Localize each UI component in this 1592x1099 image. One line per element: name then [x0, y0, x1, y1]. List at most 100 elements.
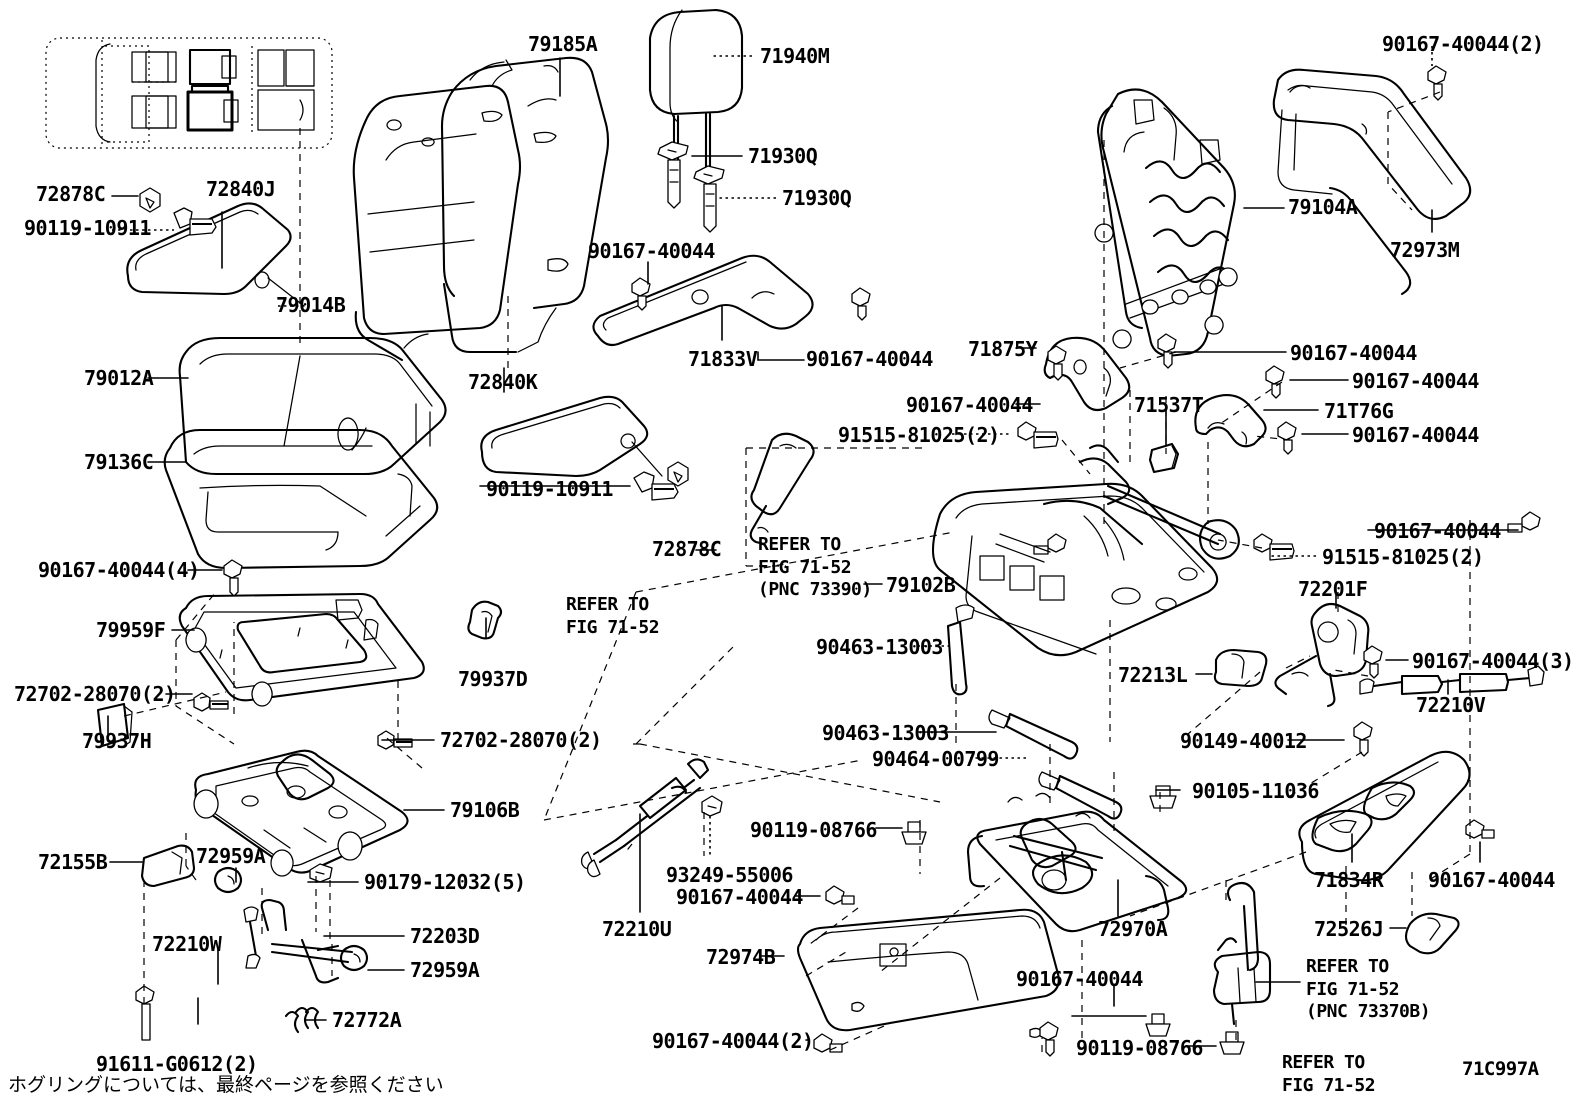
- part-79106B-lower-frame: [193, 749, 409, 877]
- label-72210W: 72210W: [152, 932, 222, 956]
- label-71833V: 71833V: [688, 347, 758, 371]
- label-71930Q-2: 71930Q: [782, 186, 852, 210]
- part-90119-10911-bolt-lower: [633, 471, 679, 501]
- part-79136C-cushion-pad: [163, 428, 439, 570]
- label-90149-40012: 90149-40012: [1180, 729, 1307, 753]
- part-90179-12032-nut: [309, 863, 333, 883]
- part-72959A-grommet-2: [339, 944, 369, 972]
- label-72702-28070-1: 72702-28070(2): [14, 682, 176, 706]
- label-79104A: 79104A: [1288, 195, 1358, 219]
- refer-note-73370B: REFER TO FIG 71-52 (PNC 73370B): [1306, 956, 1431, 1022]
- label-79959F: 79959F: [96, 618, 166, 642]
- label-79102B: 79102B: [886, 573, 956, 597]
- part-90167-40044-screw-a: [631, 277, 651, 311]
- part-90167-40044-2-screw-bot: [813, 1033, 843, 1053]
- label-72878C-upper: 72878C: [36, 182, 106, 206]
- part-79014B-seatback-pad: [352, 84, 522, 362]
- label-90167-40044-f: 90167-40044: [1352, 423, 1479, 447]
- label-90464-00799: 90464-00799: [872, 747, 999, 771]
- label-90167-40044-2-top: 90167-40044(2): [1382, 32, 1544, 56]
- leader-lines: [107, 46, 1519, 1047]
- part-90167-40044-3-screw: [1363, 645, 1383, 679]
- part-72210W-cable: [243, 906, 261, 969]
- part-72973M-armrest-support: [1272, 68, 1472, 296]
- label-72840K: 72840K: [468, 370, 538, 394]
- label-71940M: 71940M: [760, 44, 830, 68]
- part-72201F-recliner: [1274, 602, 1370, 708]
- label-79106B: 79106B: [450, 798, 520, 822]
- part-72213L-cap: [1213, 648, 1268, 688]
- part-79102B-cushion-frame: [931, 444, 1240, 657]
- part-90167-40044-screw-d: [1157, 333, 1177, 369]
- footer-note-japanese: ホグリングについては、最終ページを参照ください: [8, 1074, 444, 1096]
- label-90105-11036: 90105-11036: [1192, 779, 1319, 803]
- part-72210U-cable-assembly: [580, 758, 710, 878]
- part-90105-11036-bolt: [1149, 785, 1177, 809]
- part-90167-40044-screw-k: [1039, 1021, 1059, 1057]
- label-71537T: 71537T: [1134, 393, 1204, 417]
- label-79937H: 79937H: [82, 729, 152, 753]
- part-72210V-cable: [1359, 665, 1545, 696]
- label-93249-55006: 93249-55006: [666, 863, 793, 887]
- part-71930Q-headrest-guide-1: [657, 141, 689, 209]
- label-90167-40044-i: 90167-40044: [676, 885, 803, 909]
- label-72973M: 72973M: [1390, 238, 1460, 262]
- label-90463-13003-2: 90463-13003: [822, 721, 949, 745]
- part-90167-40044-4-screw: [223, 559, 243, 597]
- part-90149-40012-screw: [1353, 721, 1373, 757]
- vehicle-seating-plan-icon: [45, 37, 333, 149]
- seatbelt-buckle-ref-73390: [749, 432, 815, 546]
- label-90119-08766-1: 90119-08766: [750, 818, 877, 842]
- part-72526J-cap: [1404, 912, 1460, 955]
- label-90167-40044-3: 90167-40044(3): [1412, 649, 1574, 673]
- label-90119-08766-2: 90119-08766: [1076, 1036, 1203, 1060]
- part-90167-40044-screw-h: [1507, 511, 1541, 533]
- part-90167-40044-screw-f: [1277, 421, 1297, 455]
- part-91515-81025-bolt-1: [1017, 421, 1059, 449]
- label-90167-40044-a: 90167-40044: [588, 239, 715, 263]
- part-90167-40044-2-screw-top: [1427, 65, 1447, 101]
- label-72974B: 72974B: [706, 945, 776, 969]
- label-90167-40044-h: 90167-40044: [1428, 868, 1555, 892]
- label-79185A: 79185A: [528, 32, 598, 56]
- part-93249-55006-pin: [701, 795, 723, 817]
- part-72878C-nut-upper: [139, 187, 161, 213]
- part-72772A-spring: [284, 1006, 320, 1034]
- label-72213L: 72213L: [1118, 663, 1188, 687]
- part-71940M-headrest: [648, 8, 744, 170]
- label-90167-40044-2-bot: 90167-40044(2): [652, 1029, 814, 1053]
- part-79012A-cushion-cover: [178, 336, 447, 476]
- label-72155B: 72155B: [38, 850, 108, 874]
- label-79012A: 79012A: [84, 366, 154, 390]
- part-79937H-clip: [96, 702, 133, 748]
- part-72840J-armrest: [126, 202, 305, 307]
- part-71930Q-headrest-guide-2: [693, 165, 725, 233]
- label-79014B: 79014B: [276, 293, 346, 317]
- seatbelt-ref-73370B: [1212, 881, 1272, 1026]
- part-72203D-link: [260, 898, 354, 984]
- part-90167-40044-screw-e: [1265, 365, 1285, 399]
- part-79104A-seatback-frame: [1094, 88, 1238, 358]
- part-90167-40044-screw-g: [1033, 533, 1067, 555]
- refer-note-2: REFER TO FIG 71-52: [1282, 1052, 1376, 1096]
- part-72959A-grommet-1: [213, 866, 243, 894]
- part-79185A-seatback-cover: [440, 56, 610, 354]
- label-72526J: 72526J: [1314, 917, 1384, 941]
- part-90119-08766-bolt-2: [1145, 1013, 1171, 1037]
- part-71833V-hinge-cover: [592, 254, 814, 347]
- label-90167-40044-g: 90167-40044: [1374, 519, 1501, 543]
- part-72840K-armrest: [480, 395, 663, 478]
- label-72878C-lower: 72878C: [652, 537, 722, 561]
- part-71875Y-hinge-cover: [1043, 336, 1131, 412]
- part-71537T-stopper: [1148, 442, 1180, 474]
- label-90167-40044-j: 90167-40044: [1016, 967, 1143, 991]
- part-90119-10911-bolt-upper: [173, 207, 217, 236]
- part-79959F-tray: [178, 592, 425, 707]
- part-79937D-clip: [467, 600, 503, 640]
- part-72878C-nut-lower: [667, 461, 689, 487]
- part-91611-G0612-bolt: [135, 985, 155, 1041]
- label-72840J: 72840J: [206, 177, 276, 201]
- part-72702-28070-bolt-1: [193, 692, 229, 712]
